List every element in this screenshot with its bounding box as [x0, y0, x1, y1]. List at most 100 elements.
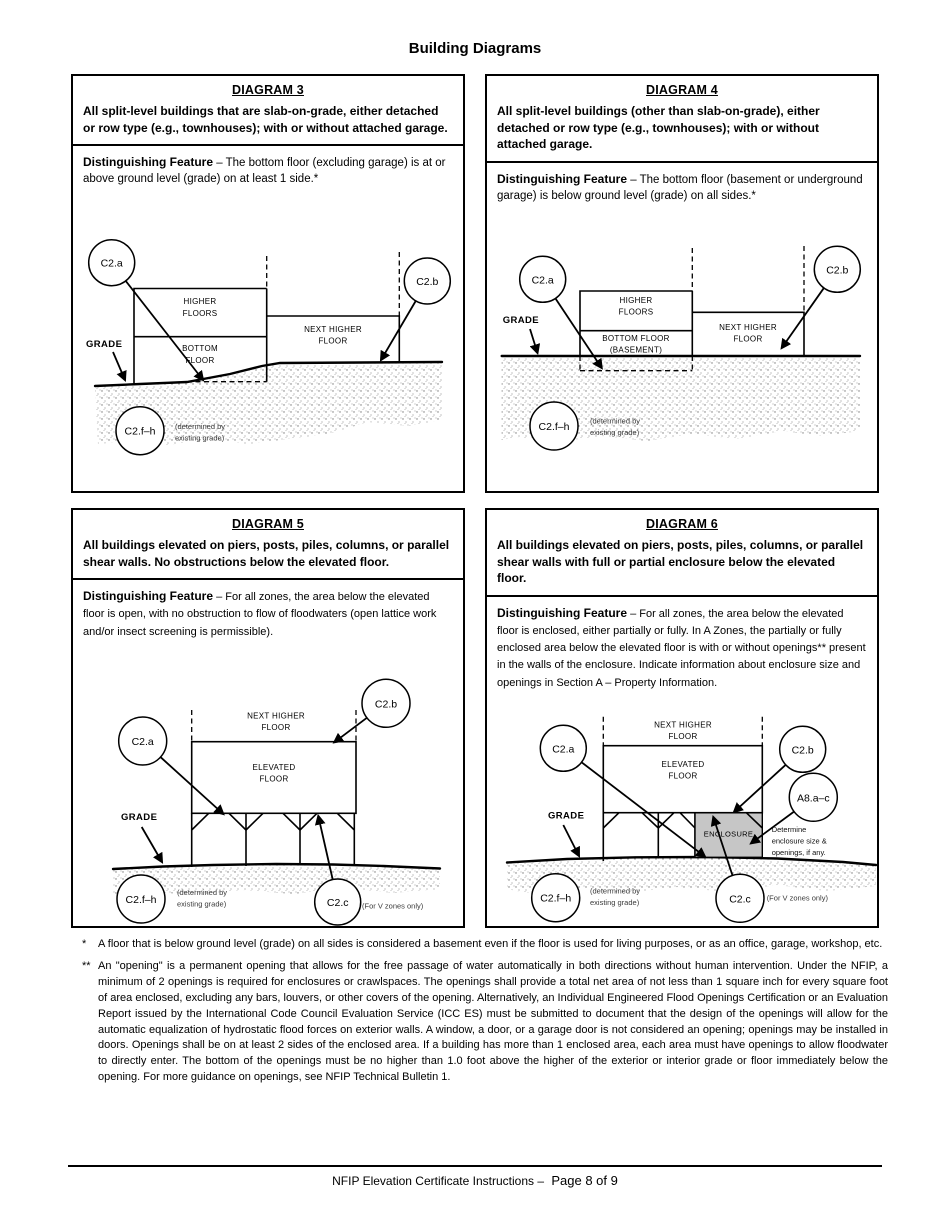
callout-c2fh: C2.f–h [529, 401, 579, 451]
callout-c2c: C2.c [313, 878, 362, 926]
upper-floor-dashes [602, 716, 763, 746]
label-determined-by: existing grade) [177, 900, 227, 909]
diagram-6-panel: DIAGRAM 6 All buildings elevated on pier… [485, 508, 879, 928]
label-bottom-floor: BOTTOM [182, 344, 218, 353]
footnote-text: An "opening" is a permanent opening that… [98, 959, 888, 1084]
diagram-3-description: All split-level buildings that are slab-… [83, 104, 448, 135]
feature-text: – The bottom floor (basement or undergro… [497, 173, 863, 202]
label-higher-floors: FLOORS [183, 309, 218, 318]
diagram-5-panel: DIAGRAM 5 All buildings elevated on pier… [71, 508, 465, 928]
svg-text:C2.a: C2.a [101, 258, 123, 270]
label-determined-by: existing grade) [590, 898, 640, 907]
label-bottom-floor: BOTTOM FLOOR [602, 334, 669, 343]
svg-text:C2.f–h: C2.f–h [125, 426, 156, 438]
diagram-4-feature: Distinguishing Feature – The bottom floo… [487, 163, 877, 204]
label-determine-enclosure: Determine [772, 825, 807, 834]
grade-line [111, 862, 442, 871]
label-elevated-floor: FLOOR [668, 772, 697, 781]
callout-c2fh: C2.f–h [116, 874, 166, 924]
callout-c2fh: C2.f–h [530, 872, 581, 923]
svg-text:C2.b: C2.b [416, 276, 438, 288]
ground-texture [111, 862, 442, 895]
ground-texture [500, 354, 862, 442]
svg-text:C2.f–h: C2.f–h [540, 893, 571, 905]
diagram-6-header: DIAGRAM 6 All buildings elevated on pier… [487, 510, 877, 597]
label-next-higher-floor: FLOOR [733, 335, 762, 344]
diagram-5-description: All buildings elevated on piers, posts, … [83, 538, 450, 569]
label-next-higher-floor: FLOOR [668, 732, 697, 741]
elevated-floor [190, 740, 357, 815]
label-next-higher-floor: NEXT HIGHER [247, 712, 305, 721]
svg-text:C2.f–h: C2.f–h [539, 421, 570, 433]
label-determined-by: (determined by [175, 422, 225, 431]
diagram-5-title: DIAGRAM 5 [232, 517, 304, 531]
diagram-3-panel: DIAGRAM 3 All split-level buildings that… [71, 74, 465, 493]
diagram-5-feature: Distinguishing Feature – For all zones, … [73, 580, 463, 641]
diagram-4-description: All split-level buildings (other than sl… [497, 104, 820, 151]
label-determined-by: existing grade) [590, 428, 640, 437]
basement-dashes [579, 246, 805, 372]
footnote-opening: ** An "opening" is a permanent opening t… [82, 959, 888, 1086]
footnote-text: A floor that is below ground level (grad… [98, 938, 883, 950]
piers [190, 812, 356, 867]
svg-text:C2.b: C2.b [826, 264, 848, 276]
label-v-zones-only: (For V zones only) [362, 902, 424, 911]
callout-c2b: C2.b [813, 245, 862, 294]
label-determine-enclosure: openings, if any. [772, 848, 826, 857]
callout-c2a: C2.a [117, 716, 168, 766]
footnote-basement: * A floor that is below ground level (gr… [82, 937, 888, 953]
feature-label: Distinguishing Feature [497, 171, 628, 186]
diagram-6-description: All buildings elevated on piers, posts, … [497, 538, 864, 585]
label-grade: GRADE [503, 315, 539, 326]
footnote-marker: * [82, 938, 87, 950]
label-next-higher-floor: NEXT HIGHER [719, 323, 777, 332]
label-higher-floors: HIGHER [620, 296, 653, 305]
arrows [529, 287, 825, 370]
svg-text:A8.a–c: A8.a–c [797, 792, 830, 804]
footer-divider [68, 1165, 882, 1167]
svg-text:C2.a: C2.a [132, 736, 154, 748]
svg-text:C2.b: C2.b [792, 744, 814, 756]
svg-text:C2.b: C2.b [375, 698, 397, 710]
label-determined-by: (determined by [590, 417, 640, 426]
label-determined-by: (determined by [177, 888, 227, 897]
diagram-6-feature: Distinguishing Feature – For all zones, … [487, 597, 877, 692]
label-enclosure: ENCLOSURE [704, 830, 753, 839]
label-v-zones-only: (For V zones only) [767, 894, 829, 903]
label-bottom-floor: (BASEMENT) [610, 346, 662, 355]
label-higher-floors: FLOORS [619, 308, 654, 317]
callout-c2a: C2.a [539, 724, 588, 773]
feature-text: – The bottom floor (excluding garage) is… [83, 157, 446, 185]
callout-c2b: C2.b [778, 725, 827, 774]
label-grade: GRADE [86, 339, 122, 350]
svg-text:C2.c: C2.c [327, 897, 349, 909]
label-next-higher-floor: NEXT HIGHER [304, 325, 362, 334]
label-elevated-floor: FLOOR [259, 775, 288, 784]
upper-floor-dashes [191, 710, 357, 742]
building-left [133, 287, 268, 385]
label-elevated-floor: ELEVATED [661, 760, 704, 769]
footnotes: * A floor that is below ground level (gr… [82, 937, 888, 1092]
callout-a8ac: A8.a–c [788, 772, 839, 823]
diagram-4-header: DIAGRAM 4 All split-level buildings (oth… [487, 76, 877, 163]
diagram-5-figure: NEXT HIGHER FLOOR ELEVATED FLOOR GRADE (… [111, 678, 442, 926]
svg-text:C2.a: C2.a [532, 274, 554, 286]
diagram-4-panel: DIAGRAM 4 All split-level buildings (oth… [485, 74, 879, 493]
callout-c2c: C2.c [715, 873, 765, 924]
page-number: Page 8 of 9 [551, 1173, 618, 1188]
callout-c2fh: C2.f–h [115, 405, 165, 456]
label-grade: GRADE [548, 811, 584, 822]
building-right [692, 311, 805, 356]
label-next-higher-floor: FLOOR [261, 723, 290, 732]
label-grade: GRADE [121, 812, 157, 823]
feature-label: Distinguishing Feature [83, 589, 214, 603]
enclosure-brace [745, 812, 763, 829]
label-bottom-floor: FLOOR [185, 356, 214, 365]
grade-line [93, 360, 444, 388]
diagram-6-figure: NEXT HIGHER FLOOR ELEVATED FLOOR ENCLOSU… [505, 716, 877, 924]
diagram-3-header: DIAGRAM 3 All split-level buildings that… [73, 76, 463, 146]
diagram-4-title: DIAGRAM 4 [646, 83, 718, 97]
elevated-floor [602, 744, 764, 814]
diagram-4-figure: HIGHER FLOORS BOTTOM FLOOR (BASEMENT) NE… [500, 245, 862, 451]
